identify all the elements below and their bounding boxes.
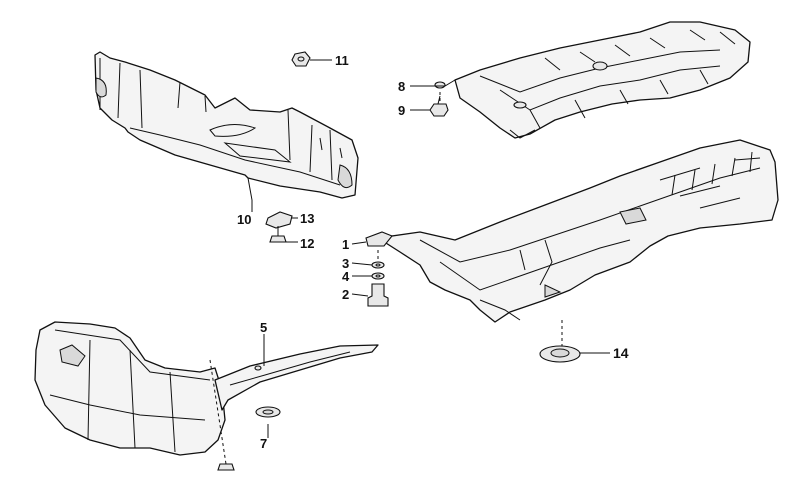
callout-13: 13 — [300, 211, 315, 226]
callout-7: 7 — [260, 436, 268, 451]
callout-8: 8 — [398, 79, 406, 94]
hardware — [217, 51, 581, 471]
callout-11: 11 — [335, 53, 349, 68]
callout-9: 9 — [398, 103, 406, 118]
heat-shield-bracket — [214, 344, 379, 411]
callout-2: 2 — [342, 287, 350, 302]
callout-12: 12 — [300, 236, 315, 251]
heat-shield-upper — [454, 21, 751, 139]
front-underbody-shield — [94, 51, 359, 199]
leader-lines — [209, 59, 610, 465]
callout-1: 1 — [342, 237, 350, 252]
callout-10: 10 — [237, 212, 252, 227]
callout-4: 4 — [342, 269, 350, 284]
lower-left-shield — [34, 321, 226, 456]
callout-5: 5 — [260, 320, 268, 335]
tunnel-heat-shield — [377, 139, 779, 323]
callout-3: 3 — [342, 256, 350, 271]
callout-14: 14 — [613, 345, 629, 361]
